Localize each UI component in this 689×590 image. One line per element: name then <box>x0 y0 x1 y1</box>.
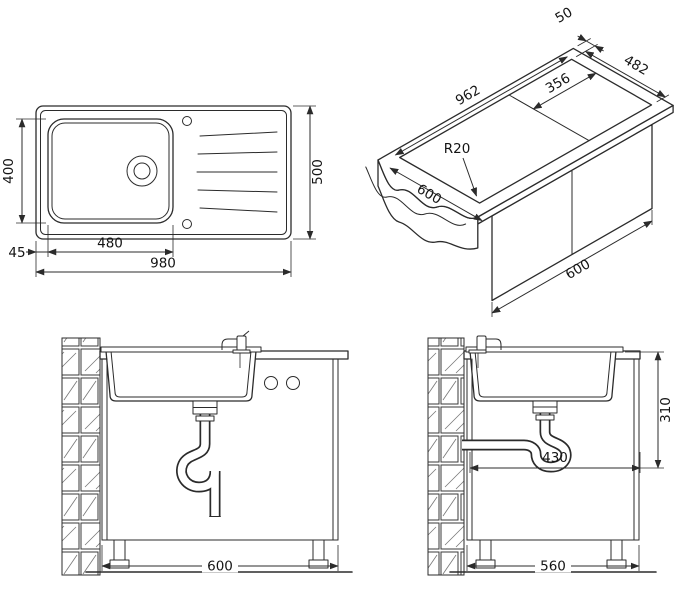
wall-section-hatch <box>427 337 465 576</box>
groove-line <box>199 131 278 137</box>
faucet-base <box>232 349 251 354</box>
dim-label-overall-width: 980 <box>150 256 176 272</box>
siphon-trap-bore <box>532 413 570 471</box>
leg-stem <box>479 539 492 561</box>
leg-foot <box>109 559 130 569</box>
tap-hole-bottom <box>182 219 192 229</box>
front-section-view: 600 <box>61 330 353 576</box>
dim-line-panel-width <box>491 220 653 314</box>
top-view: 400 500 45 480 980 <box>1 105 326 277</box>
groove-line <box>197 151 278 155</box>
basin-section-outer <box>105 350 257 402</box>
extension-line <box>575 44 598 58</box>
faucet-base <box>468 349 487 354</box>
extension-line <box>577 38 591 47</box>
front-section-dimensions: 600 <box>101 545 339 575</box>
leg-stem <box>113 539 126 561</box>
leg-stem <box>610 539 623 561</box>
drainboard-grooves <box>196 131 278 213</box>
faucet-spout <box>221 338 241 350</box>
dim-label-drain-offset: 430 <box>542 450 568 466</box>
top-view-dimensions: 400 500 45 480 980 <box>1 105 326 277</box>
faucet-front <box>221 330 251 368</box>
dim-label-basin-width: 480 <box>97 236 123 252</box>
leg-foot <box>308 559 329 569</box>
dim-line-worktop-depth <box>389 167 483 222</box>
dim-label-cabinet-width: 600 <box>207 559 233 575</box>
faucet-body <box>476 335 487 352</box>
wall-outlet-pipe-bore <box>462 441 540 455</box>
dim-label-overall-depth: 500 <box>310 159 326 185</box>
leg-foot <box>606 559 627 569</box>
faucet-body <box>236 335 247 352</box>
dim-label-tap-ledge: 50 <box>553 4 576 26</box>
basin-section-outer <box>469 350 617 402</box>
wall-section-hatch <box>61 337 101 576</box>
dim-line-bowl-length <box>532 72 597 110</box>
side-section-view: 310 430 560 <box>427 335 674 576</box>
basin-outline <box>47 118 174 224</box>
dim-label-drain-height: 310 <box>658 397 674 423</box>
sink-rim-inner-line <box>40 110 287 235</box>
groove-line <box>197 189 278 193</box>
dim-label-cutout-width: 482 <box>621 52 651 79</box>
drain-plumbing-side <box>462 400 572 473</box>
dim-label-cabinet-depth: 560 <box>540 559 566 575</box>
dim-label-corner-radius: R20 <box>444 141 471 157</box>
dim-arrow-tap-ledge <box>594 45 604 54</box>
dim-line-cutout-width <box>584 50 667 98</box>
dim-label-left-offset: 45 <box>8 245 25 261</box>
knockout-hole <box>286 376 300 390</box>
dim-label-mask <box>535 559 571 573</box>
drain-plumbing <box>176 400 221 517</box>
drain-inner-circle <box>133 162 151 180</box>
groove-line <box>199 207 278 213</box>
faucet-lever <box>242 330 250 337</box>
faucet-spout <box>481 338 502 350</box>
basin-section-inner <box>110 350 252 398</box>
dim-label-panel-width: 600 <box>563 256 593 283</box>
leg-foot <box>475 559 496 569</box>
dim-line-tap-ledge <box>586 40 596 47</box>
side-section-dimensions: 310 430 560 <box>466 351 674 575</box>
dim-label-mask <box>202 559 238 573</box>
sink-rim-section <box>465 346 624 353</box>
tap-hole-top <box>182 116 192 126</box>
leg-stem <box>312 539 325 561</box>
drain-outer-circle <box>126 155 158 187</box>
isometric-view: 962 482 50 356 R20 600 600 <box>365 4 674 317</box>
dim-arrow-tap-ledge <box>577 33 587 42</box>
faucet-side <box>468 335 502 368</box>
siphon-trap-bore <box>177 414 219 491</box>
sink-rim-section <box>100 346 262 353</box>
extension-line <box>656 94 670 103</box>
trap-nut <box>195 415 215 422</box>
trap-nut <box>535 414 555 421</box>
knockout-hole <box>264 376 278 390</box>
dim-label-basin-depth: 400 <box>1 158 17 184</box>
basin-inner-line <box>51 122 170 220</box>
basin-section-inner <box>474 350 612 398</box>
